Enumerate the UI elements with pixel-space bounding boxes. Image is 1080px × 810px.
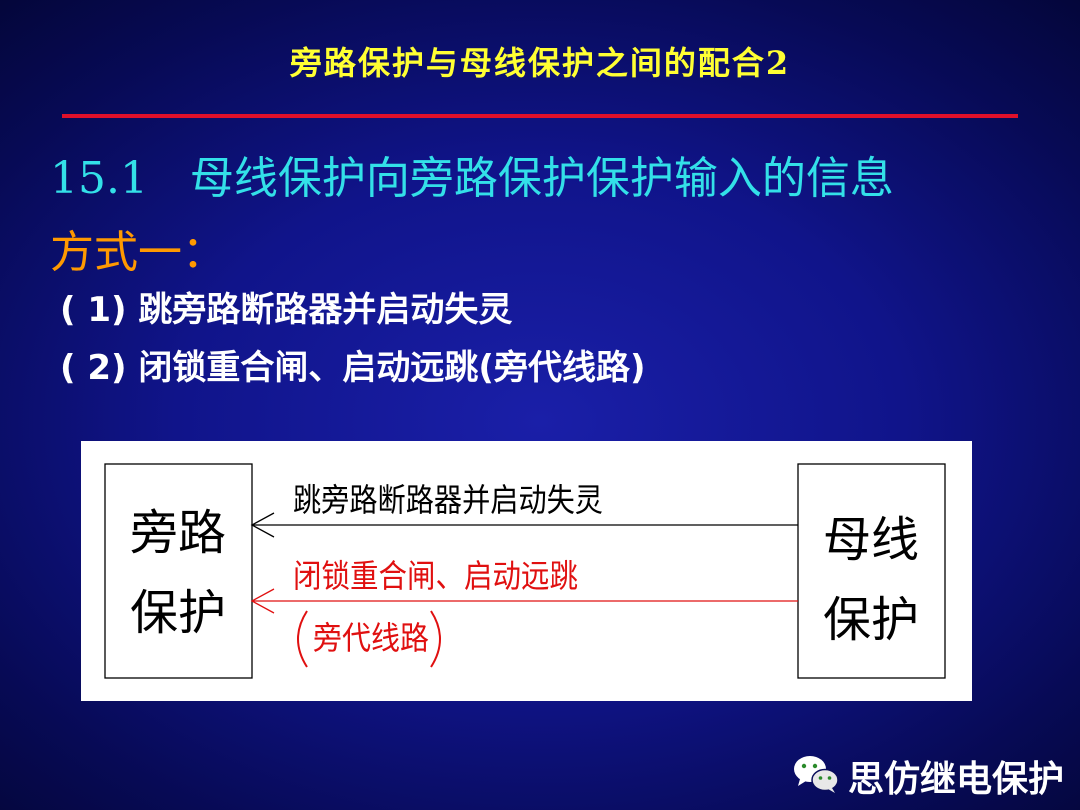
bypass-protection-box <box>104 463 253 679</box>
signal2-label-line2: 旁代线路 <box>313 619 429 657</box>
slide-title: 旁路保护与母线保护之间的配合2 <box>289 44 791 82</box>
bypass-box-line2: 保护 <box>130 585 226 641</box>
section-heading: 15.1 母线保护向旁路保护保护输入的信息 <box>50 153 894 204</box>
signal2-open-paren <box>297 610 308 668</box>
busbar-protection-box <box>797 463 946 679</box>
signal2-close-paren <box>430 610 441 668</box>
busbar-box-line2: 保护 <box>823 592 919 648</box>
busbar-box-line1: 母线 <box>823 512 919 568</box>
footer-brand: 思仿继电保护 <box>792 750 1064 802</box>
method-heading: 方式一： <box>50 227 226 278</box>
signal1-arrowhead <box>250 512 275 538</box>
signal1-label: 跳旁路断路器并启动失灵 <box>293 481 603 519</box>
signal2-arrowhead <box>250 588 275 614</box>
signal2-label-line1: 闭锁重合闸、启动远跳 <box>293 557 578 595</box>
list-item-2: ( 2) 闭锁重合闸、启动远跳(旁代线路) <box>60 348 646 388</box>
bypass-box-line1: 旁路 <box>130 505 226 561</box>
title-divider <box>62 114 1018 118</box>
wechat-icon <box>792 753 840 799</box>
footer-brand-text: 思仿继电保护 <box>847 759 1064 800</box>
signal-diagram: 旁路 保护 母线 保护 跳旁路断路器并启动失灵 闭锁重合闸、启动远跳 旁代线路 <box>81 441 972 701</box>
list-item-1: ( 1) 跳旁路断路器并启动失灵 <box>60 290 513 330</box>
